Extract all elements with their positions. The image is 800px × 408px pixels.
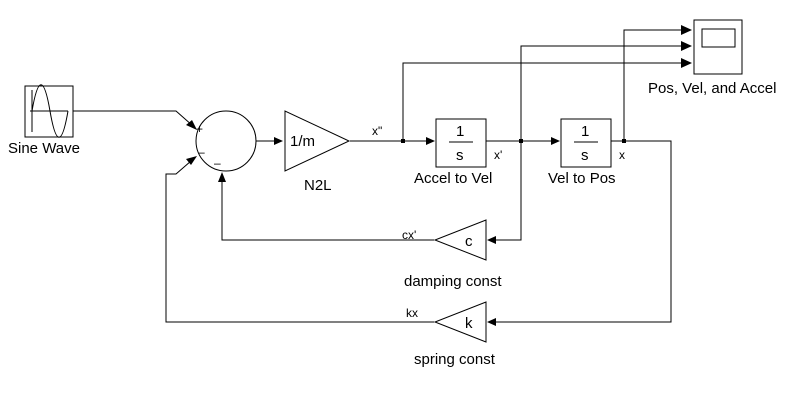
vel-to-pos-block[interactable]: 1 s Vel to Pos (548, 118, 616, 187)
sum-sign-minus-left: – (198, 145, 205, 159)
sum-block[interactable]: + – – (195, 110, 257, 172)
sum-sign-minus-bottom: – (214, 156, 221, 170)
sine-wave-label: Sine Wave (8, 140, 80, 157)
sum-sign-plus: + (196, 122, 203, 136)
wire-pos-out (496, 140, 672, 323)
integrator2-numerator: 1 (581, 123, 589, 140)
wire-accel-to-scope (402, 62, 682, 141)
n2l-label: N2L (304, 177, 332, 194)
damping-triangle (433, 219, 487, 261)
scope-label: Pos, Vel, and Accel (648, 80, 776, 97)
spring-label: spring const (414, 351, 496, 368)
branch-point-vel (519, 139, 523, 143)
integrator1-denominator: s (456, 147, 464, 164)
damping-label: damping const (404, 273, 502, 290)
damping-gain-block[interactable]: c damping const (404, 219, 502, 290)
signal-label-damping-force: cx' (402, 228, 416, 242)
integrator1-box (435, 118, 487, 168)
spring-triangle (433, 301, 487, 343)
wire-sine-to-sum (73, 110, 194, 127)
branch-point-pos (622, 139, 626, 143)
arrow-damping-in (487, 236, 496, 244)
n2l-triangle (284, 110, 351, 172)
sine-wave-block[interactable]: Sine Wave (8, 84, 80, 157)
arrow-scope-in2 (681, 41, 692, 51)
wire-vel-to-scope (520, 45, 682, 141)
spring-gain-block[interactable]: k spring const (414, 301, 496, 368)
arrow-integrator1-in (426, 137, 435, 145)
wire-damping-to-sum (221, 181, 434, 241)
arrow-sum-minus-left (186, 156, 197, 165)
integrator2-denominator: s (581, 147, 589, 164)
vel-to-pos-label: Vel to Pos (548, 170, 616, 187)
sine-wave-icon (30, 84, 69, 138)
signal-label-accel: x" (372, 124, 382, 138)
arrow-scope-in1 (681, 25, 692, 35)
arrow-sum-minus-bottom (218, 172, 226, 182)
arrow-integrator2-in (551, 137, 560, 145)
sum-circle (195, 110, 257, 172)
spring-gain-value: k (465, 315, 473, 332)
accel-to-vel-block[interactable]: 1 s Accel to Vel (414, 118, 492, 187)
arrow-sum-plus (186, 120, 197, 130)
wire-pos-to-scope (623, 29, 682, 141)
n2l-gain-block[interactable]: 1/m N2L (284, 110, 351, 194)
accel-to-vel-label: Accel to Vel (414, 170, 492, 187)
n2l-gain-value: 1/m (290, 133, 315, 150)
arrow-spring-in (487, 318, 496, 326)
scope-icon (701, 28, 736, 48)
scope-block[interactable]: Pos, Vel, and Accel (648, 19, 776, 97)
integrator1-numerator: 1 (456, 123, 464, 140)
signal-label-pos: x (619, 148, 625, 162)
wire-vel-to-damping (496, 141, 522, 241)
damping-gain-value: c (465, 233, 473, 250)
wire-spring-to-sum (165, 160, 434, 323)
signal-label-vel: x' (494, 148, 502, 162)
integrator2-box (560, 118, 612, 168)
branch-point-accel (401, 139, 405, 143)
signal-label-spring-force: kx (406, 306, 418, 320)
arrow-n2l-in (274, 137, 283, 145)
arrow-scope-in3 (681, 58, 692, 68)
